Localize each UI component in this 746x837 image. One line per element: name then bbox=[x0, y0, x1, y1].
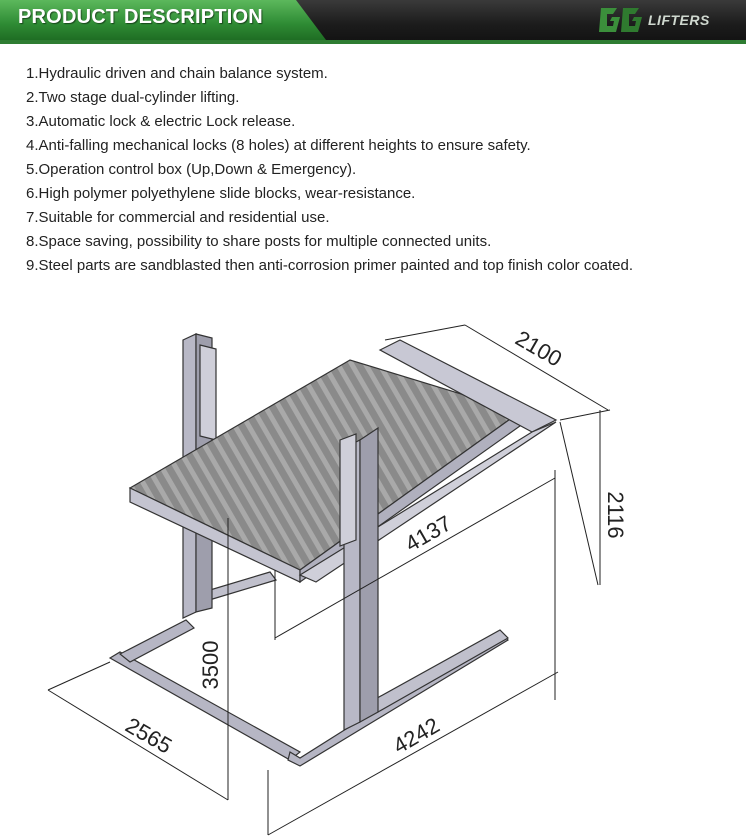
feature-item: 7.Suitable for commercial and residentia… bbox=[26, 209, 330, 226]
front-post bbox=[339, 426, 379, 731]
feature-list: 1.Hydraulic driven and chain balance sys… bbox=[26, 62, 633, 278]
section-tab bbox=[0, 0, 326, 40]
header-bar: PRODUCT DESCRIPTION LIFTERS bbox=[0, 0, 746, 44]
lift-technical-drawing: 2100 2116 4137 3500 2565 4242 bbox=[47, 324, 628, 836]
feature-item: 3.Automatic lock & electric Lock release… bbox=[26, 113, 296, 130]
header-divider bbox=[0, 40, 746, 44]
feature-item: 9.Steel parts are sandblasted then anti-… bbox=[26, 257, 634, 274]
dimension-lift-height: 3500 bbox=[198, 641, 223, 690]
base-frame bbox=[108, 571, 509, 767]
feature-item: 6.High polymer polyethylene slide blocks… bbox=[26, 185, 416, 202]
lift-platform bbox=[128, 339, 558, 584]
feature-item: 5.Operation control box (Up,Down & Emerg… bbox=[26, 161, 357, 178]
feature-item: 4.Anti-falling mechanical locks (8 holes… bbox=[26, 137, 531, 154]
logo-text: LIFTERS bbox=[648, 12, 710, 28]
dimension-width: 2100 bbox=[511, 325, 566, 371]
section-title: PRODUCT DESCRIPTION bbox=[18, 6, 263, 28]
feature-item: 8.Space saving, possibility to share pos… bbox=[26, 233, 492, 250]
logo-mark-icon bbox=[599, 8, 642, 32]
brand-logo: LIFTERS bbox=[597, 4, 737, 36]
dimension-lines bbox=[47, 324, 611, 836]
feature-item: 2.Two stage dual-cylinder lifting. bbox=[26, 89, 240, 106]
feature-item: 1.Hydraulic driven and chain balance sys… bbox=[26, 65, 328, 82]
dimension-height: 2116 bbox=[603, 491, 628, 538]
